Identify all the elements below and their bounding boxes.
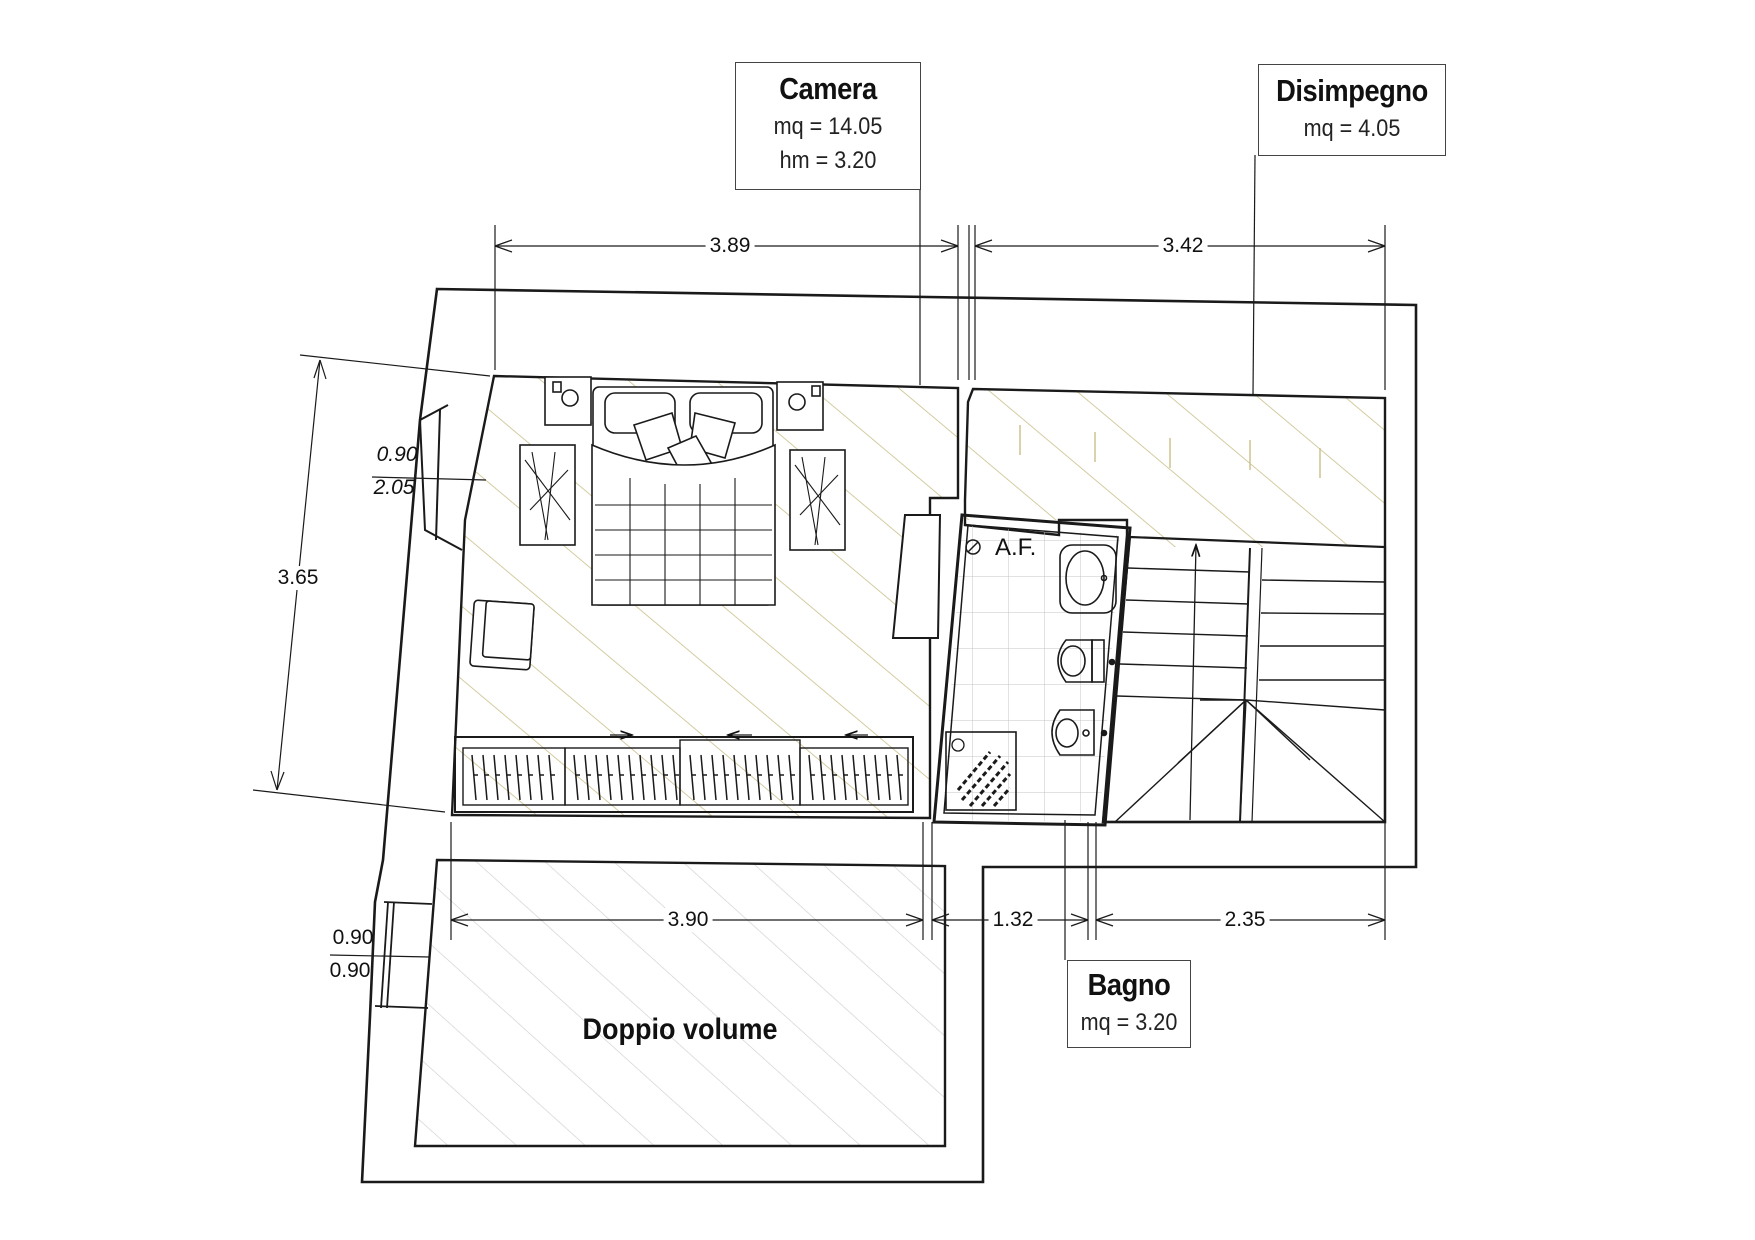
toilet-icon (1057, 639, 1116, 683)
hanger-mark (617, 754, 623, 801)
hanger-mark (584, 754, 590, 801)
sink-icon (1059, 544, 1117, 614)
hanger-mark (808, 754, 814, 801)
rug-right (789, 449, 846, 551)
hanger-mark (650, 754, 656, 801)
camera-name: Camera (779, 71, 877, 106)
double-bed (591, 386, 776, 606)
hanger-mark (830, 754, 836, 801)
hanger-mark (863, 754, 869, 801)
doppio-volume-area (413, 858, 947, 1148)
armchair (469, 599, 535, 671)
wardrobe (454, 735, 914, 813)
hanger-mark (526, 754, 532, 801)
hanger-mark (493, 754, 499, 801)
hanger-mark (504, 754, 510, 801)
hanger-mark (874, 754, 880, 801)
hanger-mark (711, 754, 717, 801)
doppio-volume-name: Doppio volume (582, 1013, 778, 1046)
hanger-mark (852, 754, 858, 801)
bidet-icon (1051, 709, 1108, 756)
dim-window-lower-h: 0.90 (329, 959, 371, 982)
camera-area: mq = 14.05 (773, 113, 883, 140)
disimpegno-label: Disimpegno mq = 4.05 (1258, 64, 1446, 156)
hanger-mark (672, 754, 678, 801)
hanger-mark (482, 754, 488, 801)
water-supply-label: A.F. (995, 534, 1037, 561)
staircase (1101, 535, 1387, 824)
disimpegno-name: Disimpegno (1276, 73, 1428, 108)
nightstand-right (776, 381, 824, 431)
hanger-mark (639, 754, 645, 801)
hanger-mark (744, 754, 750, 801)
hanger-mark (700, 754, 706, 801)
bagno-area: mq = 3.20 (1080, 1009, 1178, 1036)
dim-window-camera-h: 2.05 (373, 476, 415, 499)
hanger-mark (537, 754, 543, 801)
camera-label: Camera mq = 14.05 hm = 3.20 (735, 62, 921, 190)
hanger-mark (661, 754, 667, 801)
hanger-mark (841, 754, 847, 801)
hanger-mark (471, 754, 477, 801)
dim-window-lower-w: 0.90 (332, 926, 374, 949)
lower-window (374, 901, 433, 1009)
outer-walls (360, 287, 1418, 1184)
dim-window-camera-w: 0.90 (376, 443, 418, 466)
bagno-name: Bagno (1087, 967, 1171, 1002)
closet-niche (891, 514, 942, 639)
hanger-mark (573, 754, 579, 801)
hanger-mark (548, 754, 554, 801)
disimpegno-floor (963, 387, 1387, 824)
shower-icon (945, 731, 1017, 811)
dim-camera-depth: 3.65 (273, 566, 323, 590)
dim-disimpegno-width: 3.42 (1158, 234, 1208, 258)
hanger-mark (766, 754, 772, 801)
hanger-mark (722, 754, 728, 801)
hanger-mark (689, 754, 695, 801)
dim-bottom-bagno: 1.32 (988, 908, 1038, 932)
hanger-mark (733, 754, 739, 801)
hanger-mark (515, 754, 521, 801)
water-supply-icon (965, 539, 981, 555)
bagno-label: Bagno mq = 3.20 (1067, 960, 1191, 1048)
hanger-mark (885, 754, 891, 801)
camera-height: hm = 3.20 (779, 147, 877, 174)
hanger-mark (788, 754, 794, 801)
hanger-mark (819, 754, 825, 801)
hanger-mark (777, 754, 783, 801)
disimpegno-area: mq = 4.05 (1303, 115, 1401, 142)
nightstand-left (544, 376, 592, 426)
hanger-mark (595, 754, 601, 801)
rug-left (519, 444, 576, 546)
hanger-mark (896, 754, 902, 801)
hanger-mark (628, 754, 634, 801)
hanger-mark (755, 754, 761, 801)
camera-window (418, 404, 463, 551)
dim-camera-width: 3.89 (705, 234, 755, 258)
hanger-mark (606, 754, 612, 801)
bagno-room (932, 513, 1132, 827)
dim-bottom-camera: 3.90 (663, 908, 713, 932)
dim-bottom-stairs: 2.35 (1220, 908, 1270, 932)
